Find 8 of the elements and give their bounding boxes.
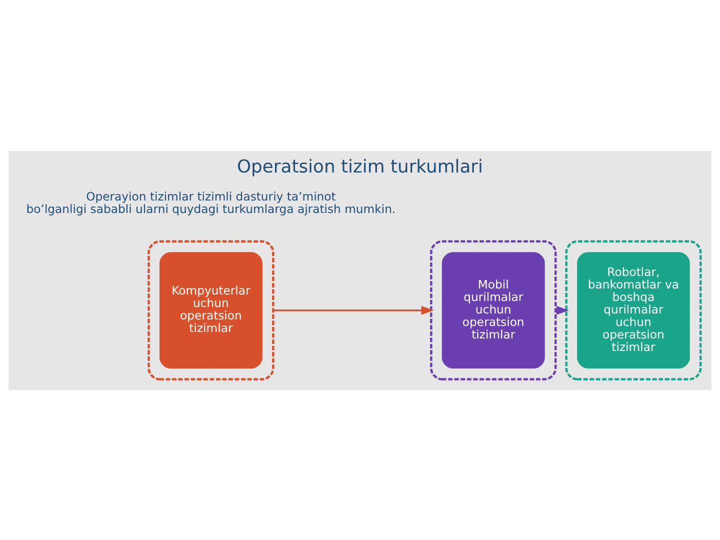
label: Operayion tizimlar tizimli dasturiy ta’minot bo’lganligi sababli ularni quydagi turkumlarga ajratish mumkin. [26, 189, 396, 216]
node-box: Mobil qurilmalar uchun operatsion tizimlar [442, 252, 545, 368]
cluster [148, 240, 274, 380]
diagram-title: Operatsion tizim turkumlari [236, 156, 484, 177]
cluster [565, 240, 702, 380]
node-box: Kompyuterlar uchun operatsion tizimlar [160, 252, 262, 368]
node-box: Robotlar, bankomatlar va boshqa qurilmalar uchun operatsion tizimlar [577, 252, 690, 368]
arrow [273, 305, 434, 314]
